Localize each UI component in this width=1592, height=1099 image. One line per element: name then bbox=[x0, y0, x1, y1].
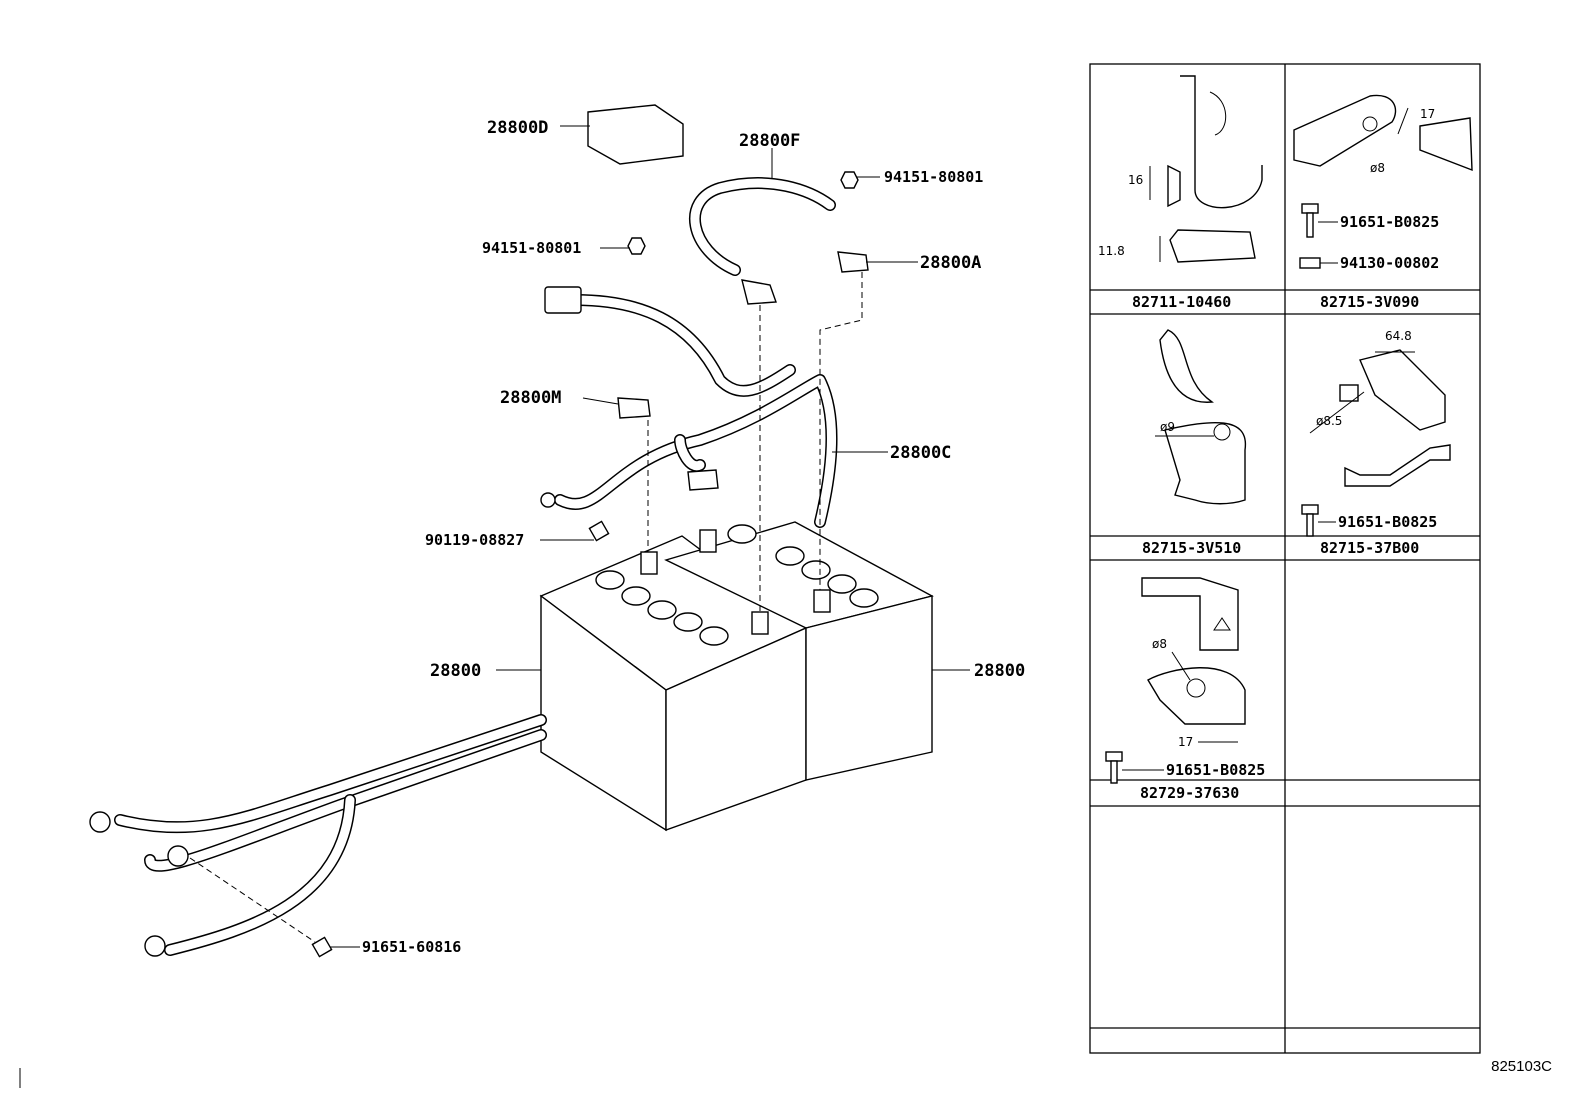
main-labels: 28800D 28800F 94151-80801 94151-80801 28… bbox=[362, 118, 1025, 956]
hole-8-e: ø8 bbox=[1152, 637, 1167, 651]
label-28800F: 28800F bbox=[739, 131, 800, 151]
inset-cell-82729-37630: ø8 17 91651-B0825 82729-37630 bbox=[1105, 577, 1265, 802]
hole-8-b: ø8 bbox=[1370, 161, 1385, 175]
bolt-91651-B0825-e: 91651-B0825 bbox=[1166, 761, 1265, 779]
bolt-91651-B0825-b: 91651-B0825 bbox=[1340, 213, 1439, 231]
inset-cell-82715-3V510: ø9 82715-3V510 bbox=[1142, 329, 1247, 557]
dim-16: 16 bbox=[1128, 173, 1143, 187]
leader-lines bbox=[330, 125, 970, 948]
part-82715-3V510: 82715-3V510 bbox=[1142, 539, 1241, 557]
nut-94130-00802: 94130-00802 bbox=[1340, 254, 1439, 272]
inset-cell-82711-10460: 16 11.8 82711-10460 bbox=[1098, 75, 1263, 311]
dim-64-8: 64.8 bbox=[1385, 329, 1412, 343]
batteries bbox=[539, 521, 934, 832]
hole-8-5: ø8.5 bbox=[1316, 414, 1342, 428]
part-82715-3V090: 82715-3V090 bbox=[1320, 293, 1419, 311]
label-28800-left: 28800 bbox=[430, 661, 481, 681]
label-28800A: 28800A bbox=[920, 253, 981, 273]
dim-17-b: 17 bbox=[1420, 107, 1435, 121]
label-91651-60816: 91651-60816 bbox=[362, 938, 461, 956]
label-28800D: 28800D bbox=[487, 118, 548, 138]
label-28800-right: 28800 bbox=[974, 661, 1025, 681]
label-94151-80801-right: 94151-80801 bbox=[884, 168, 983, 186]
battery-right bbox=[664, 521, 934, 781]
label-90119-08827: 90119-08827 bbox=[425, 531, 524, 549]
inset-cell-82715-3V090: 17 ø8 91651-B0825 94130-00802 82715-3V09… bbox=[1293, 94, 1473, 311]
inset-cell-82715-37B00: 64.8 ø8.5 91651-B0825 82715-37B00 bbox=[1301, 329, 1451, 557]
assembly-lines bbox=[189, 272, 863, 943]
part-82715-37B00: 82715-37B00 bbox=[1320, 539, 1419, 557]
bolt-91651-B0825-c: 91651-B0825 bbox=[1338, 513, 1437, 531]
label-28800M: 28800M bbox=[500, 388, 561, 408]
small-parts bbox=[311, 104, 869, 958]
cables bbox=[89, 177, 838, 957]
figure-code: 825103C bbox=[1491, 1058, 1552, 1075]
dim-17-e: 17 bbox=[1178, 735, 1193, 749]
parts-inset-table: 16 11.8 82711-10460 17 ø8 91651-B0825 94… bbox=[1089, 63, 1481, 1054]
label-28800C: 28800C bbox=[890, 443, 951, 463]
battery-left bbox=[539, 535, 808, 832]
hole-9: ø9 bbox=[1160, 420, 1175, 434]
part-82729-37630: 82729-37630 bbox=[1140, 784, 1239, 802]
label-94151-80801-left: 94151-80801 bbox=[482, 239, 581, 257]
part-82711-10460: 82711-10460 bbox=[1132, 293, 1231, 311]
dim-11-8: 11.8 bbox=[1098, 244, 1125, 258]
